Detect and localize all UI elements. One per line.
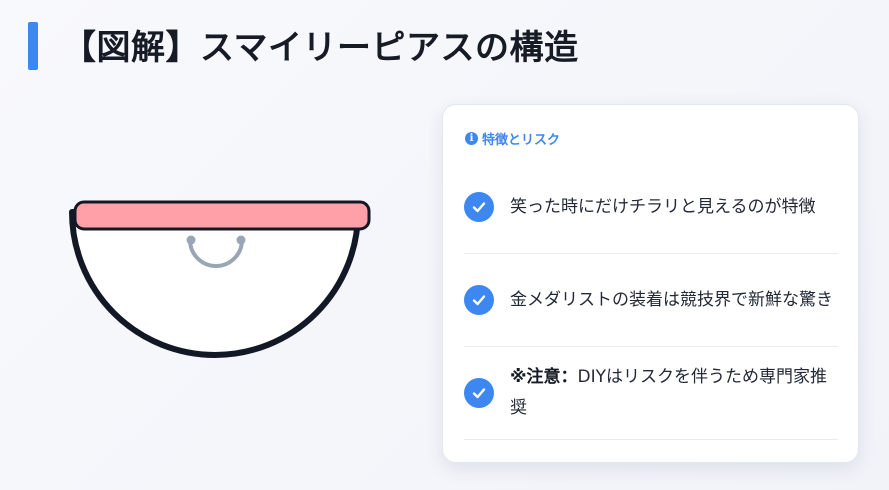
piercing-bead-right bbox=[236, 235, 246, 245]
warning-text: DIYはリスクを伴うため専門家推奨 bbox=[510, 367, 828, 418]
lip-shape bbox=[69, 209, 361, 358]
feature-list: 笑った時にだけチラリと見えるのが特徴 金メダリストの装着は競技界で新鮮な驚き ※… bbox=[464, 161, 838, 440]
piercing-bead-left bbox=[186, 235, 196, 245]
page-title: 【図解】スマイリーピアスの構造 bbox=[62, 28, 579, 68]
features-risks-card: i 特徴とリスク 笑った時にだけチラリと見えるのが特徴 金メダリストの装着は競技… bbox=[442, 104, 859, 463]
list-item: 笑った時にだけチラリと見えるのが特徴 bbox=[464, 161, 838, 254]
card-heading: i 特徴とリスク bbox=[465, 129, 560, 148]
info-icon: i bbox=[465, 132, 478, 145]
card-heading-label: 特徴とリスク bbox=[482, 133, 561, 148]
check-circle-icon bbox=[464, 285, 494, 315]
piercing-ring bbox=[188, 238, 244, 268]
smiley-piercing-diagram bbox=[69, 200, 371, 358]
list-item: ※注意：DIYはリスクを伴うため専門家推奨 bbox=[464, 347, 838, 440]
title-accent-bar bbox=[28, 22, 38, 70]
list-item-text: 笑った時にだけチラリと見えるのが特徴 bbox=[510, 196, 816, 217]
list-item-text: 金メダリストの装着は競技界で新鮮な驚き bbox=[510, 289, 833, 310]
gum-shape bbox=[73, 200, 371, 231]
warning-prefix: ※注意： bbox=[510, 367, 578, 387]
check-circle-icon bbox=[464, 192, 494, 222]
list-item-text: ※注意：DIYはリスクを伴うため専門家推奨 bbox=[510, 362, 838, 424]
check-circle-icon bbox=[464, 378, 494, 408]
list-item: 金メダリストの装着は競技界で新鮮な驚き bbox=[464, 254, 838, 347]
